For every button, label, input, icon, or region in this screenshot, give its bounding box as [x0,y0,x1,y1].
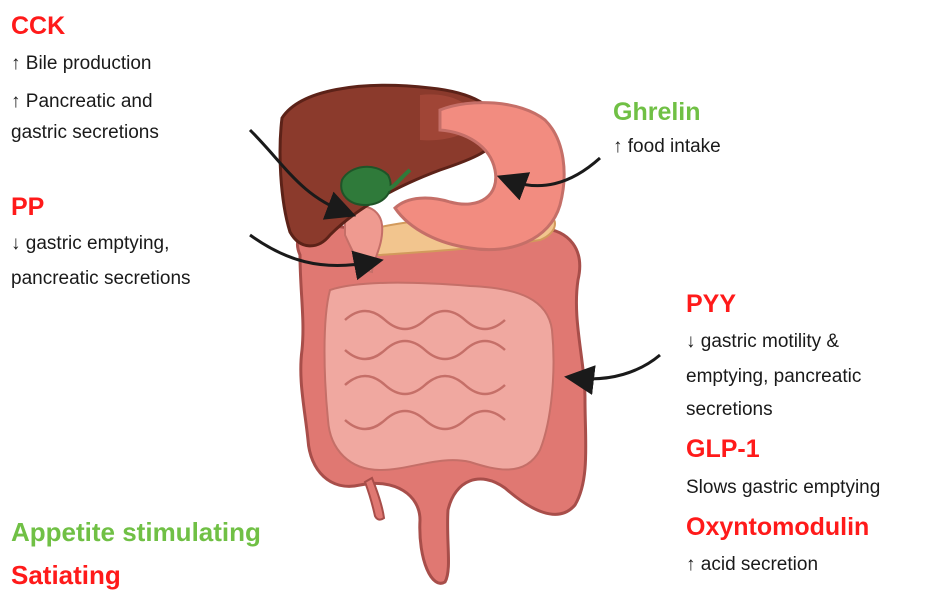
pyy-effect-3: secretions [686,394,773,425]
pp-effect-1: ↓ gastric emptying, [11,228,169,259]
cck-effect-3: gastric secretions [11,117,159,148]
cck-effect-1: ↑ Bile production [11,48,151,79]
pyy-effect-1: ↓ gastric motility & [686,326,839,357]
cck-effect-2: ↑ Pancreatic and [11,86,153,117]
ghrelin-effect-1: ↑ food intake [613,131,721,162]
arrow-pyy [576,355,660,379]
pyy-effect-2: emptying, pancreatic [686,361,861,392]
oxyntomodulin-effect-1: ↑ acid secretion [686,549,818,580]
gallbladder [341,167,390,205]
cck-title: CCK [11,12,65,40]
legend-appetite-stimulating: Appetite stimulating [11,517,261,547]
legend-satiating: Satiating [11,560,121,590]
ghrelin-title: Ghrelin [613,98,701,126]
glp1-title: GLP-1 [686,435,760,463]
pp-effect-2: pancreatic secretions [11,263,191,294]
pyy-title: PYY [686,290,736,318]
oxyntomodulin-title: Oxyntomodulin [686,513,869,541]
glp1-effect-1: Slows gastric emptying [686,472,880,503]
pp-title: PP [11,193,44,221]
